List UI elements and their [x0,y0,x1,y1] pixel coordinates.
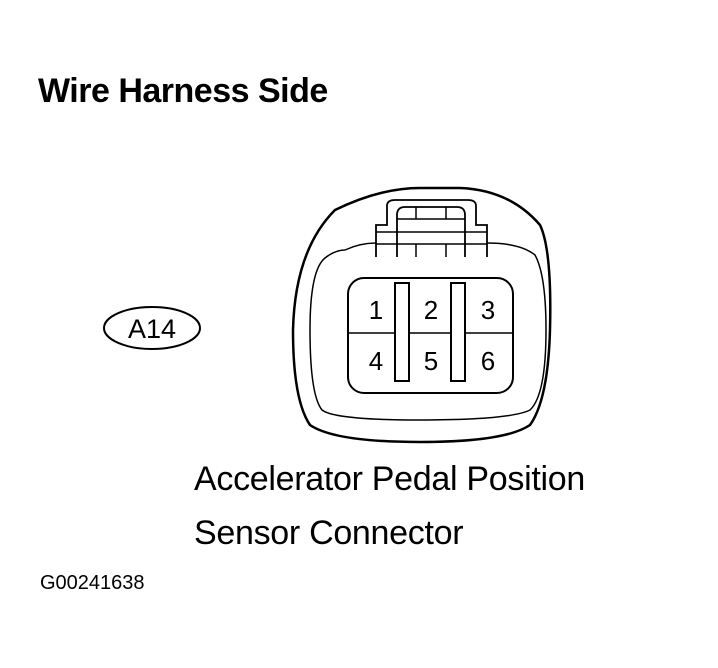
pin-4: 4 [369,346,383,376]
pin-5: 5 [424,346,438,376]
pin-1: 1 [369,295,383,325]
connector-id-oval [103,306,201,350]
connector-inner-ring [309,242,547,421]
pin-2: 2 [424,295,438,325]
connector-id-label: A14 [128,314,176,344]
key-bar-right [450,282,466,382]
pin-3: 3 [481,295,495,325]
diagram-title: Wire Harness Side [38,72,328,110]
key-bar-left [394,282,410,382]
latch-outer [375,199,488,257]
caption-line-1: Accelerator Pedal Position [194,460,585,498]
caption-line-2: Sensor Connector [194,514,464,552]
figure-code: G00241638 [40,572,145,594]
latch-inner [396,206,466,257]
pin-6: 6 [481,346,495,376]
connector-outer-housing [291,186,552,444]
pin-cavity-box [347,277,514,394]
